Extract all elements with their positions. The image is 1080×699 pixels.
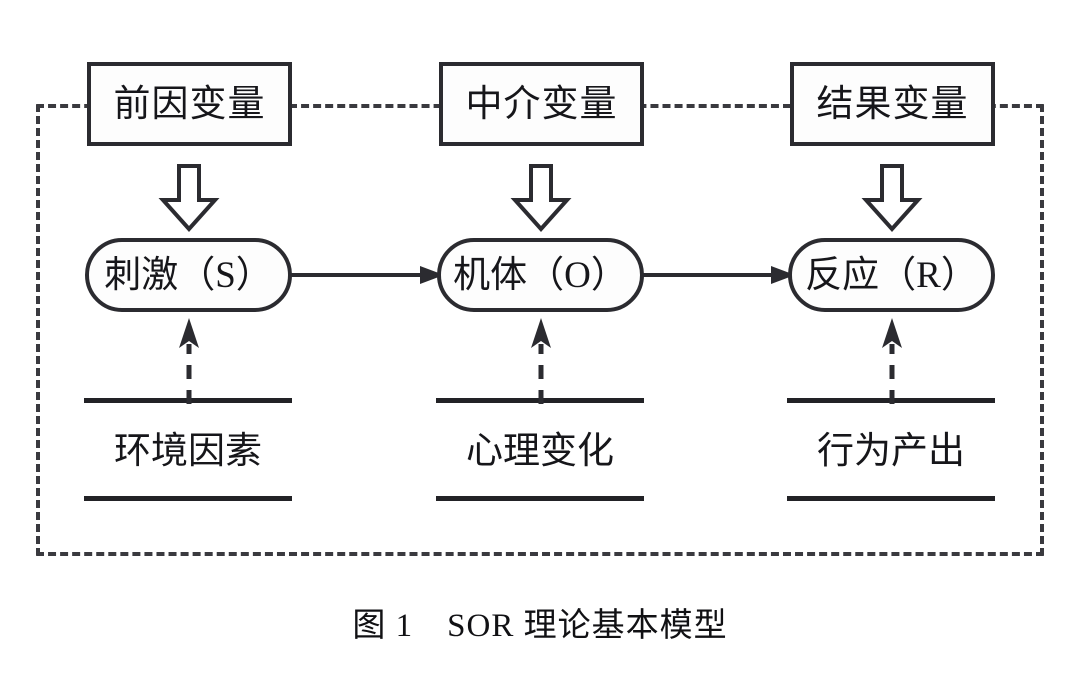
factor-psychology-label: 心理变化 (466, 431, 614, 472)
variable-box-outcome-label: 结果变量 (816, 83, 969, 125)
dashed-arrow-up-icon (881, 318, 903, 404)
dashed-arrow-up-icon (530, 318, 552, 404)
node-stimulus-label: 刺激（S） (104, 254, 273, 296)
node-organism: 机体（O） (437, 238, 644, 312)
block-arrow-down-icon (509, 164, 573, 232)
variable-box-mediator-label: 中介变量 (465, 83, 618, 125)
block-arrow-down-icon (157, 164, 221, 232)
factor-bottom-rule (787, 496, 995, 501)
connector-arrow-organism-to-response (640, 263, 795, 287)
variable-box-outcome: 结果变量 (790, 62, 995, 146)
node-response-label: 反应（R） (805, 254, 978, 296)
variable-box-antecedent-label: 前因变量 (113, 83, 266, 125)
connector-arrow-stimulus-to-organism (288, 263, 444, 287)
factor-bottom-rule (436, 496, 644, 501)
factor-group-behavior: 行为产出 (787, 398, 995, 501)
variable-box-mediator: 中介变量 (439, 62, 644, 146)
node-response: 反应（R） (788, 238, 995, 312)
factor-bottom-rule (84, 496, 292, 501)
factor-environment-label: 环境因素 (114, 431, 262, 472)
factor-group-environment: 环境因素 (84, 398, 292, 501)
node-stimulus: 刺激（S） (85, 238, 292, 312)
variable-box-antecedent: 前因变量 (87, 62, 292, 146)
block-arrow-down-icon (860, 164, 924, 232)
factor-behavior-label: 行为产出 (817, 431, 965, 472)
dashed-arrow-up-icon (178, 318, 200, 404)
node-organism-label: 机体（O） (453, 254, 628, 296)
figure-caption: 图 1 SOR 理论基本模型 (352, 608, 728, 644)
factor-group-psychology: 心理变化 (436, 398, 644, 501)
